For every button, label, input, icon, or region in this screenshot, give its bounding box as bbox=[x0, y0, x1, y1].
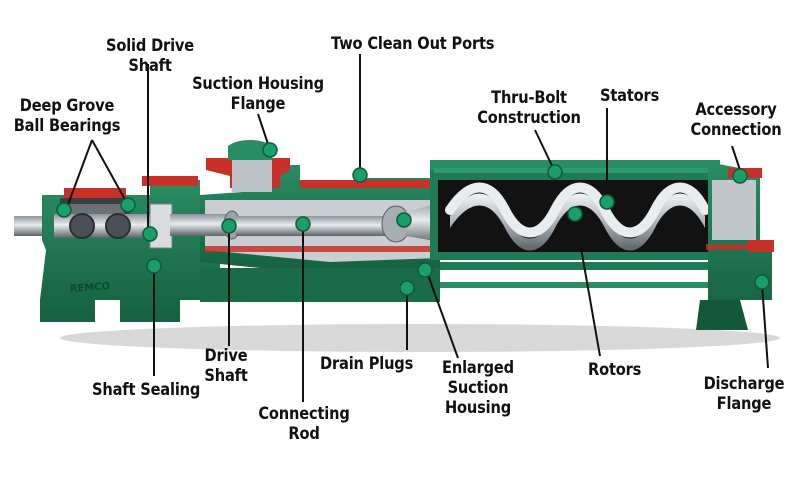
callout-markers bbox=[56, 142, 770, 296]
label-accessory-connection: Accessory Connection bbox=[690, 100, 782, 140]
ground-shadow bbox=[60, 324, 780, 352]
label-enlarged-suction-housing: Enlarged Suction Housing bbox=[442, 358, 514, 418]
connecting-rod bbox=[236, 216, 396, 236]
label-connecting-rod: Connecting Rod bbox=[258, 404, 350, 444]
stator-frame bbox=[430, 160, 720, 170]
label-discharge-flange: Discharge Flange bbox=[703, 374, 785, 414]
label-drive-shaft: Drive Shaft bbox=[204, 346, 248, 386]
seal-gland bbox=[149, 203, 173, 249]
label-suction-housing-flange: Suction Housing Flange bbox=[192, 74, 324, 114]
label-two-clean-out-ports: Two Clean Out Ports bbox=[331, 34, 495, 54]
thru-bolt-bottom bbox=[440, 282, 730, 288]
bearing-housing-red bbox=[64, 188, 126, 198]
label-stators: Stators bbox=[600, 86, 660, 106]
drive-shaft bbox=[170, 214, 230, 236]
label-deep-grove-ball-bearings: Deep Grove Ball Bearings bbox=[13, 96, 121, 136]
thru-bolt-top bbox=[434, 168, 724, 173]
logo-text: REMCO bbox=[69, 281, 110, 295]
label-solid-drive-shaft: Solid Drive Shaft bbox=[105, 36, 195, 76]
label-drain-plugs: Drain Plugs bbox=[320, 354, 414, 374]
rotor bbox=[450, 193, 705, 251]
label-thru-bolt-construction: Thru-Bolt Construction bbox=[477, 88, 581, 128]
leader-lines bbox=[65, 54, 769, 402]
label-rotors: Rotors bbox=[588, 360, 642, 380]
label-shaft-sealing: Shaft Sealing bbox=[92, 380, 201, 400]
